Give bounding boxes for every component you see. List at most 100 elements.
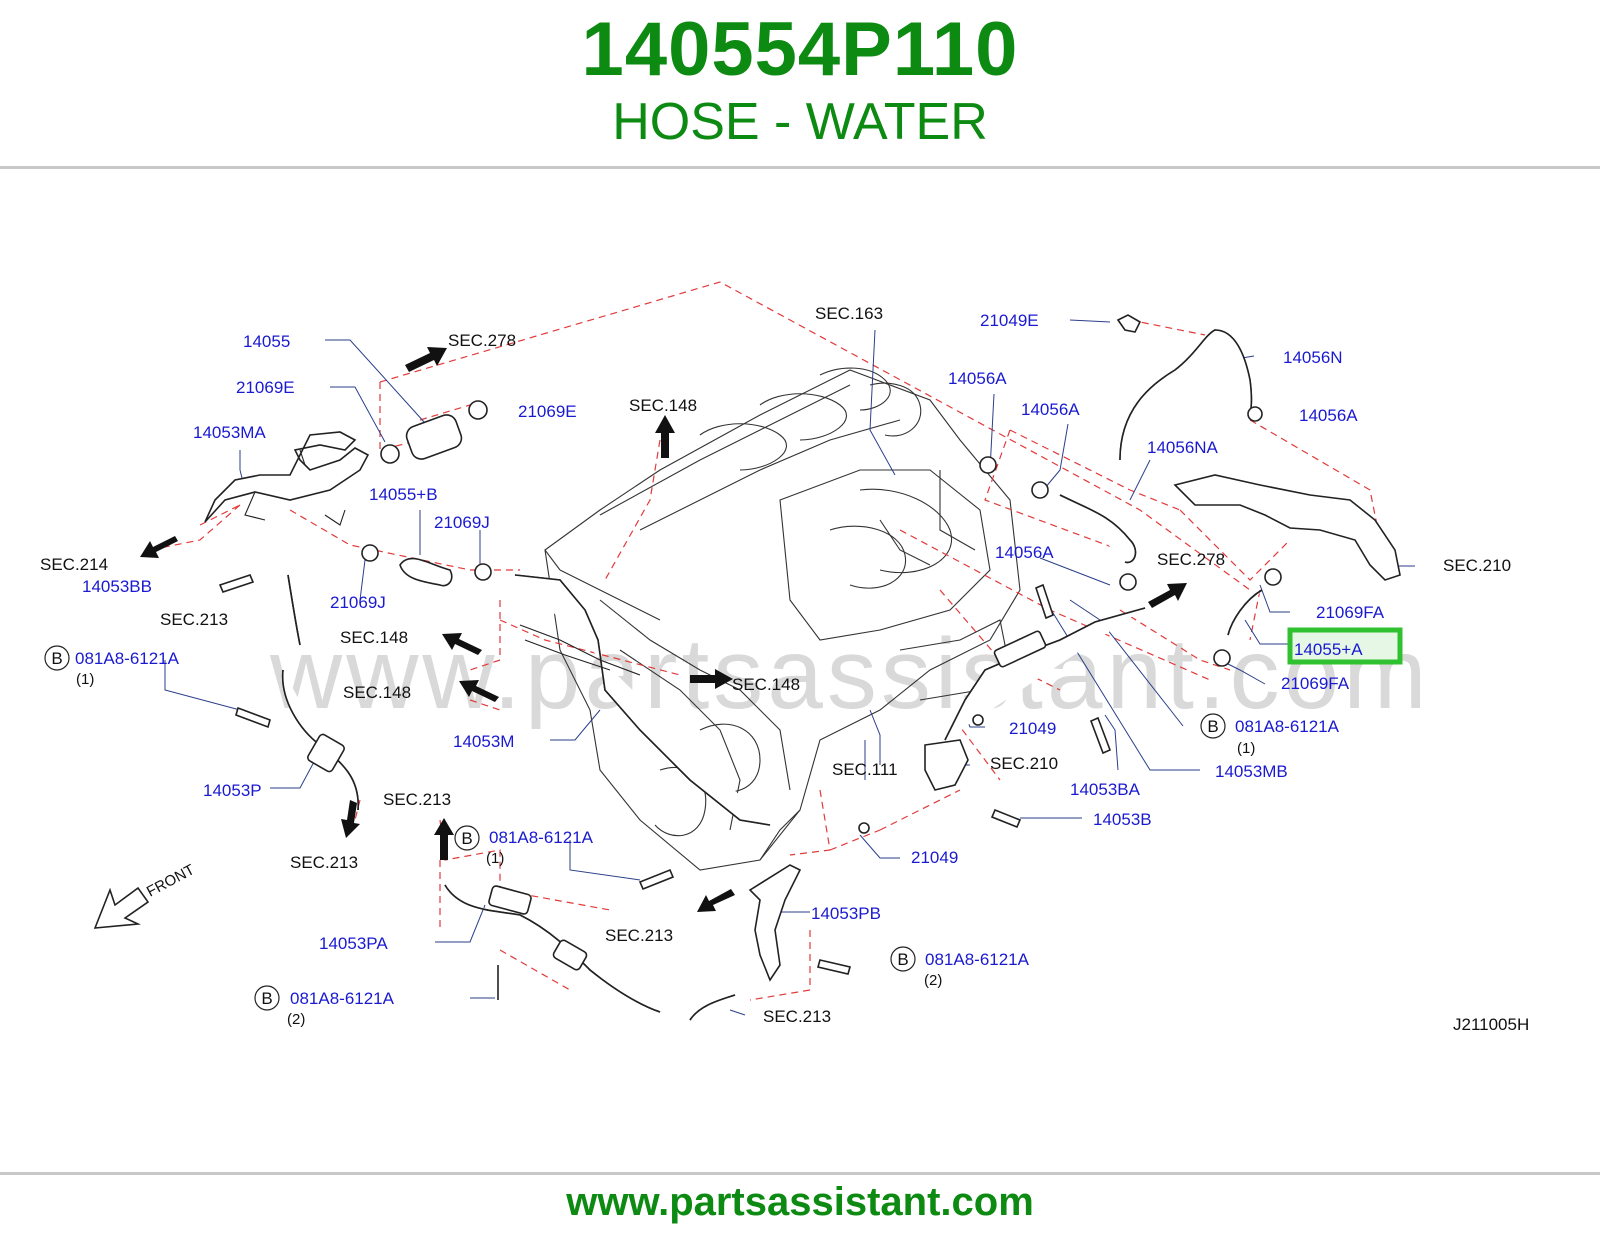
label-081a8-left-qty: (1) (76, 671, 94, 688)
bolt-081a8-right-bottom-shape (816, 959, 852, 975)
parts-diagram: www.partsassistant.com (40, 281, 1529, 1034)
section-arrows (93, 347, 1187, 929)
label-081a8-bottom-left-qty: (2) (287, 1011, 305, 1028)
clamp-21069e-right-shape (468, 400, 488, 420)
arrow-sec148-b (459, 680, 499, 702)
bolt-14053ba-shape (1089, 716, 1112, 755)
label-21049-upper: 21049 (1009, 719, 1056, 738)
label-21069e-left: 21069E (236, 378, 295, 397)
label-sec214: SEC.214 (40, 555, 108, 574)
label-21069fa-lower: 21069FA (1281, 674, 1350, 693)
label-sec213-center: SEC.213 (383, 790, 451, 809)
arrow-sec213-up (434, 818, 454, 860)
housing-sec210-top-shape (1173, 474, 1401, 581)
watermark-text: www.partsassistant.com (269, 618, 1431, 730)
header-divider (0, 166, 1600, 169)
label-21069j-bottom: 21069J (330, 593, 386, 612)
label-sec213-bottom-mid: SEC.213 (605, 926, 673, 945)
label-14056a-2: 14056A (1021, 400, 1080, 419)
arrow-sec278-left (405, 347, 447, 372)
bolt-081a8-center-shape (638, 868, 675, 891)
label-21069j-top: 21069J (434, 513, 490, 532)
label-sec111: SEC.111 (832, 760, 898, 779)
label-sec213-left: SEC.213 (160, 610, 228, 629)
hose-14055b-shape (399, 557, 453, 587)
label-081a8-bottom-left: 081A8-6121A (290, 989, 395, 1008)
label-081a8-center: 081A8-6121A (489, 828, 594, 847)
bolt-14053bb-shape (218, 574, 255, 593)
clamp-14056a-a-shape (979, 456, 997, 474)
drawing-code: J211005H (1453, 1015, 1529, 1034)
label-sec148-top: SEC.148 (629, 396, 697, 415)
footer-website-link[interactable]: www.partsassistant.com (566, 1180, 1034, 1224)
part-number-title: 140554P110 (581, 7, 1019, 92)
label-14056na: 14056NA (1147, 438, 1219, 457)
badge-b-3: B (261, 989, 272, 1008)
label-sec213-bottom-left: SEC.213 (290, 853, 358, 872)
label-081a8-bottom-right-qty: (2) (924, 972, 942, 989)
label-14053m: 14053M (453, 732, 514, 751)
badge-b-5: B (1207, 717, 1218, 736)
label-14055b: 14055+B (369, 485, 438, 504)
label-081a8-right: 081A8-6121A (1235, 717, 1340, 736)
label-14053pa: 14053PA (319, 934, 388, 953)
bracket-14053pb-shape (748, 864, 802, 982)
clamp-21069j-left-shape (361, 544, 379, 562)
label-21049-lower: 21049 (911, 848, 958, 867)
front-label: FRONT (144, 861, 198, 900)
label-14056a-4: 14056A (1299, 406, 1358, 425)
label-21069e-right: 21069E (518, 402, 577, 421)
label-14055: 14055 (243, 332, 290, 351)
arrow-sec213-left-down (341, 800, 360, 838)
label-21049e: 21049E (980, 311, 1039, 330)
highlight-box-14055a (1287, 627, 1403, 665)
arrow-sec278-right (1148, 583, 1187, 608)
section-labels: SEC.278 SEC.148 SEC.163 SEC.214 SEC.213 … (40, 304, 1511, 1026)
clamp-21049e-shape (1116, 314, 1142, 333)
housing-sec210-shape (924, 739, 969, 791)
label-081a8-right-qty: (1) (1237, 740, 1255, 757)
label-sec210-center: SEC.210 (990, 754, 1058, 773)
label-sec148-right: SEC.148 (732, 675, 800, 694)
label-sec210-right: SEC.210 (1443, 556, 1511, 575)
oring-21049-a-shape (972, 714, 984, 726)
label-14053mb: 14053MB (1215, 762, 1288, 781)
label-081a8-center-qty: (1) (486, 850, 504, 867)
bolt-081a8-upper-right-shape (1035, 583, 1054, 620)
water-outlet-14053ma-shape (204, 431, 370, 523)
clamp-14056a-b-shape (1031, 481, 1049, 499)
label-14056a-1: 14056A (948, 369, 1007, 388)
badge-b-4: B (897, 950, 908, 969)
label-sec213-bottom: SEC.213 (763, 1007, 831, 1026)
label-14055a-highlighted[interactable]: 14055+A (1294, 640, 1363, 659)
bolt-14053b-shape (990, 808, 1022, 829)
label-sec278-right: SEC.278 (1157, 550, 1225, 569)
page-header: 140554P110 HOSE - WATER (0, 0, 1600, 170)
arrow-sec148-a (442, 633, 482, 655)
clamp-14056a-d-shape (1247, 406, 1263, 422)
clamp-14056a-c-shape (1119, 573, 1137, 591)
bolt-badges: B B B B B (44, 645, 1226, 1011)
arrow-sec148-right (690, 669, 733, 689)
label-14056a-3: 14056A (995, 543, 1054, 562)
label-14053pb: 14053PB (811, 904, 881, 923)
clamp-21069fa-lower-shape (1213, 649, 1231, 667)
parts-drawings (204, 314, 1401, 1021)
part-name-subtitle: HOSE - WATER (612, 93, 988, 151)
oring-21049-b-shape (858, 822, 870, 834)
label-081a8-bottom-right: 081A8-6121A (925, 950, 1030, 969)
label-14053bb: 14053BB (82, 577, 152, 596)
label-sec148-mid-b: SEC.148 (343, 683, 411, 702)
hose-14055-shape (405, 414, 463, 460)
label-14053ba: 14053BA (1070, 780, 1141, 799)
arrow-sec148-top (655, 415, 675, 458)
label-sec148-mid-a: SEC.148 (340, 628, 408, 647)
footer-divider (0, 1172, 1600, 1175)
label-sec163: SEC.163 (815, 304, 883, 323)
arrow-sec214 (140, 536, 178, 558)
clamp-21069e-left-shape (380, 444, 400, 464)
badge-b-2: B (461, 829, 472, 848)
label-21069fa-upper: 21069FA (1316, 603, 1385, 622)
label-081a8-left: 081A8-6121A (75, 649, 180, 668)
label-14056n: 14056N (1283, 348, 1343, 367)
